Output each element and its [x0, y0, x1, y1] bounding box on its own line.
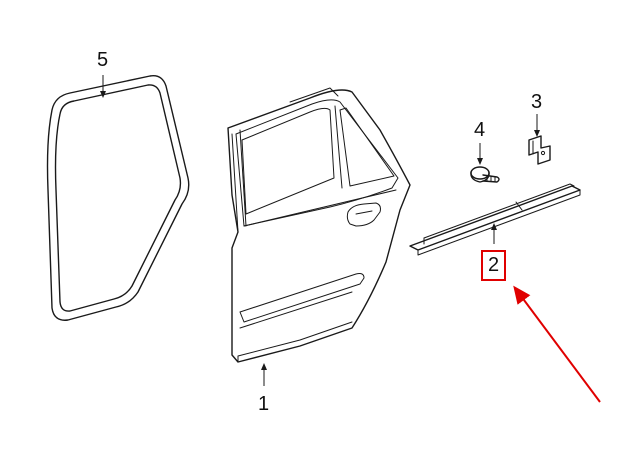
molding-strip-part [409, 183, 581, 256]
red-pointer-arrow [513, 285, 601, 403]
callout-3: 3 [531, 91, 543, 113]
callout-4: 4 [474, 119, 486, 141]
callout-1: 1 [258, 393, 270, 415]
weatherstrip-seal-part [46, 75, 190, 321]
callout-2-highlighted: 2 [481, 250, 507, 281]
retaining-clip-part [528, 135, 551, 165]
push-pin-part [470, 166, 500, 183]
rear-door-part [227, 87, 411, 363]
callout-5: 5 [97, 49, 109, 71]
